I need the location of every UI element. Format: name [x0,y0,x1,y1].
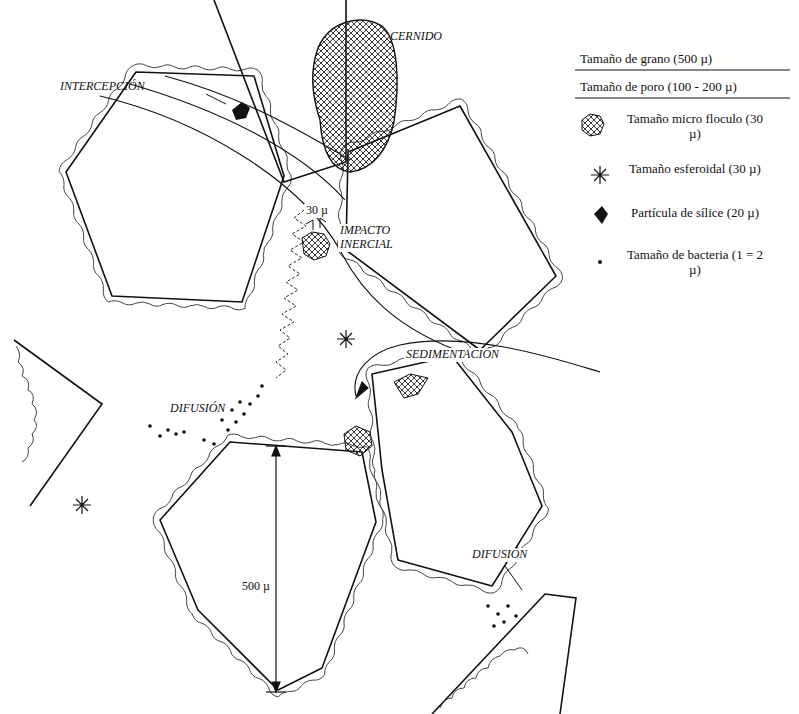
mechanism-label: 500 µ [240,580,272,594]
streamline [355,341,600,396]
micro-floc [344,426,372,456]
silica-particle [232,102,250,120]
legend-icon [594,206,608,224]
biofilm [366,349,548,593]
mechanism-label: CERNIDO [390,30,442,44]
flow-arrow [356,382,368,398]
dimension-line [266,446,286,692]
biofilm [153,434,383,697]
biofilm [59,64,291,310]
legend-icon [598,260,602,264]
mechanism-label: SEDIMENTACIÓN [404,348,501,362]
trapped-floc [313,20,397,172]
sand-grain [432,594,576,714]
legend-icon [591,166,609,184]
sand-grain [372,356,542,586]
legend-heading: Tamaño de poro (100 - 200 µ) [580,80,737,95]
micro-floc [302,232,330,260]
mechanism-label: 30 µ [304,204,330,218]
legend-text: Tamaño de bacteria (1 = 2 µ) [620,248,770,278]
leader-line [505,566,522,590]
mechanism-label: DIFUSIÓN [470,548,529,562]
legend-icon [582,114,604,136]
mechanism-label: IMPACTO INERCIAL [338,224,426,252]
legend-text: Tamaño micro floculo (30 µ) [620,112,770,142]
leader-line [206,94,226,104]
spheroidal-particle [73,330,355,514]
legend-text: Partícula de sílice (20 µ) [620,206,770,221]
streamline [100,96,470,355]
legend-heading: Tamaño de grano (500 µ) [580,52,712,67]
dimension-mark [306,218,326,230]
mechanism-label: DIFUSIÓN [168,402,227,416]
bacteria [148,384,518,628]
sand-grain [14,340,102,506]
sand-grain [160,442,376,690]
legend-text: Tamaño esferoidal (30 µ) [620,162,770,177]
legend-divider [575,70,790,71]
legend-divider [575,98,790,99]
biofilm [16,346,37,462]
diffusion-path [276,210,306,378]
mechanism-label: INTERCEPCIÓN [60,80,145,94]
micro-floc [394,374,428,398]
biofilm [440,648,528,708]
